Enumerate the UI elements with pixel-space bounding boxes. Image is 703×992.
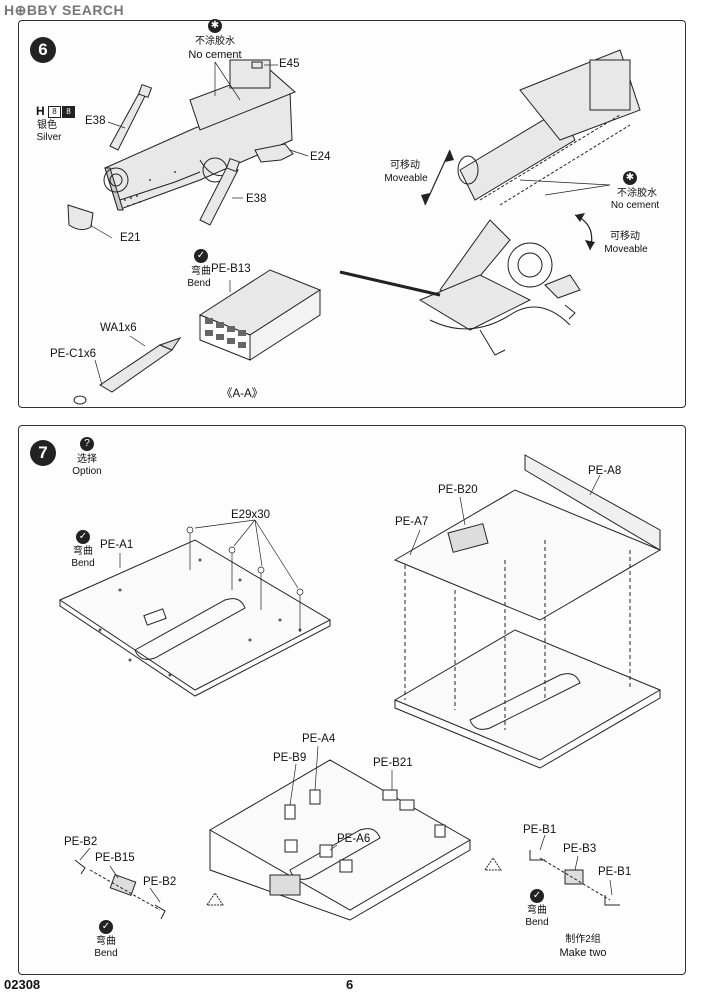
bend-icon-a1: ✓ xyxy=(76,530,90,544)
bend-icon-b1: ✓ xyxy=(530,889,544,903)
option-icon: ? xyxy=(80,437,94,451)
e45-part xyxy=(251,61,263,69)
bend-b1-cn: 弯曲 xyxy=(527,905,547,916)
e24-part xyxy=(254,143,294,163)
pe-a1-plate xyxy=(58,539,332,697)
watermark-logo: H⊕BBY SEARCH xyxy=(4,2,125,18)
color-code: H xyxy=(36,104,45,118)
bend-b15-en: Bend xyxy=(94,948,118,959)
no-cement2-cn: 不涂胶水 xyxy=(617,188,657,199)
e21-part xyxy=(67,204,94,231)
no-cement-en: No cement xyxy=(188,49,242,61)
pe-a4-label: PE-A4 xyxy=(302,733,336,745)
pe-b2-label-left: PE-B2 xyxy=(64,836,98,848)
wa1-shell xyxy=(73,337,182,405)
no-cement-icon-2: ✱ xyxy=(623,171,637,185)
bend-icon: ✓ xyxy=(194,249,208,263)
make-two-cn: 制作2组 xyxy=(565,934,601,945)
step-7-number: 7 xyxy=(30,440,56,466)
pe-b21-label: PE-B21 xyxy=(373,757,413,769)
pe-a6-label: PE-A6 xyxy=(337,833,371,845)
part-e24: E24 xyxy=(310,151,331,163)
bend-cn: 弯曲 xyxy=(191,266,211,277)
pe-a1-label: PE-A1 xyxy=(100,539,134,551)
bend-a1-cn: 弯曲 xyxy=(73,546,93,557)
moveable-arrow-1 xyxy=(421,149,454,206)
moveable-en-2: Moveable xyxy=(604,244,648,255)
pe-b1-label-right: PE-B1 xyxy=(598,866,632,878)
pe-b1-b3-assembly xyxy=(529,834,620,906)
e29-label: E29x30 xyxy=(231,509,271,521)
pe-b15-label: PE-B15 xyxy=(95,852,135,864)
moveable-cn-2: 可移动 xyxy=(610,231,640,242)
part-e45: E45 xyxy=(279,58,300,70)
bottom-center-plate xyxy=(206,759,502,921)
section-label: 《A-A》 xyxy=(221,388,264,400)
color-swatch-a: 8 xyxy=(48,106,61,118)
pe-b2-b15-assembly xyxy=(74,847,166,920)
pe-b13-label: PE-B13 xyxy=(211,263,251,275)
option-cn: 选择 xyxy=(77,454,97,465)
moveable-cn-1: 可移动 xyxy=(390,160,420,171)
option-en: Option xyxy=(72,466,102,477)
bend-icon-b15: ✓ xyxy=(99,920,113,934)
moveable-en-1: Moveable xyxy=(384,173,428,184)
pe-b13-box xyxy=(198,269,322,361)
pe-b9-label: PE-B9 xyxy=(273,752,307,764)
moveable-arrow-2 xyxy=(574,213,595,251)
e38-rods xyxy=(109,83,241,226)
pe-b1-label-left: PE-B1 xyxy=(523,824,557,836)
pe-a8-label: PE-A8 xyxy=(588,465,622,477)
bend-en: Bend xyxy=(187,278,211,289)
mg-assembly-right xyxy=(339,49,641,356)
step-6-number: 6 xyxy=(30,37,56,63)
mg-body-left xyxy=(103,59,296,211)
make-two-en: Make two xyxy=(559,947,607,959)
bend-b1-en: Bend xyxy=(525,917,549,928)
no-cement-cn: 不涂胶水 xyxy=(195,36,235,47)
color-name-cn: 银色 xyxy=(37,120,57,131)
part-e21: E21 xyxy=(120,232,141,244)
assembly-lines xyxy=(404,540,631,730)
page-code: 02308 xyxy=(4,977,41,992)
pe-b2-label-right: PE-B2 xyxy=(143,876,177,888)
bend-a1-en: Bend xyxy=(71,558,95,569)
upper-right-plate xyxy=(393,454,662,621)
pe-b20-label: PE-B20 xyxy=(438,484,478,496)
wa1-label: WA1x6 xyxy=(100,322,137,334)
pe-c1-label: PE-C1x6 xyxy=(50,348,97,360)
part-e38-lower: E38 xyxy=(246,193,267,205)
pe-a7-label: PE-A7 xyxy=(395,516,429,528)
color-name-en: Silver xyxy=(36,132,62,143)
bend-b15-cn: 弯曲 xyxy=(96,936,116,947)
pe-b3-label: PE-B3 xyxy=(563,843,597,855)
e29-pins xyxy=(119,519,304,632)
no-cement-icon: ✱ xyxy=(208,19,222,33)
lower-right-plate xyxy=(393,629,662,769)
page-number: 6 xyxy=(346,977,354,992)
color-swatch-b: 8 xyxy=(62,106,75,118)
no-cement2-en: No cement xyxy=(610,200,660,211)
part-e38-upper: E38 xyxy=(85,115,106,127)
